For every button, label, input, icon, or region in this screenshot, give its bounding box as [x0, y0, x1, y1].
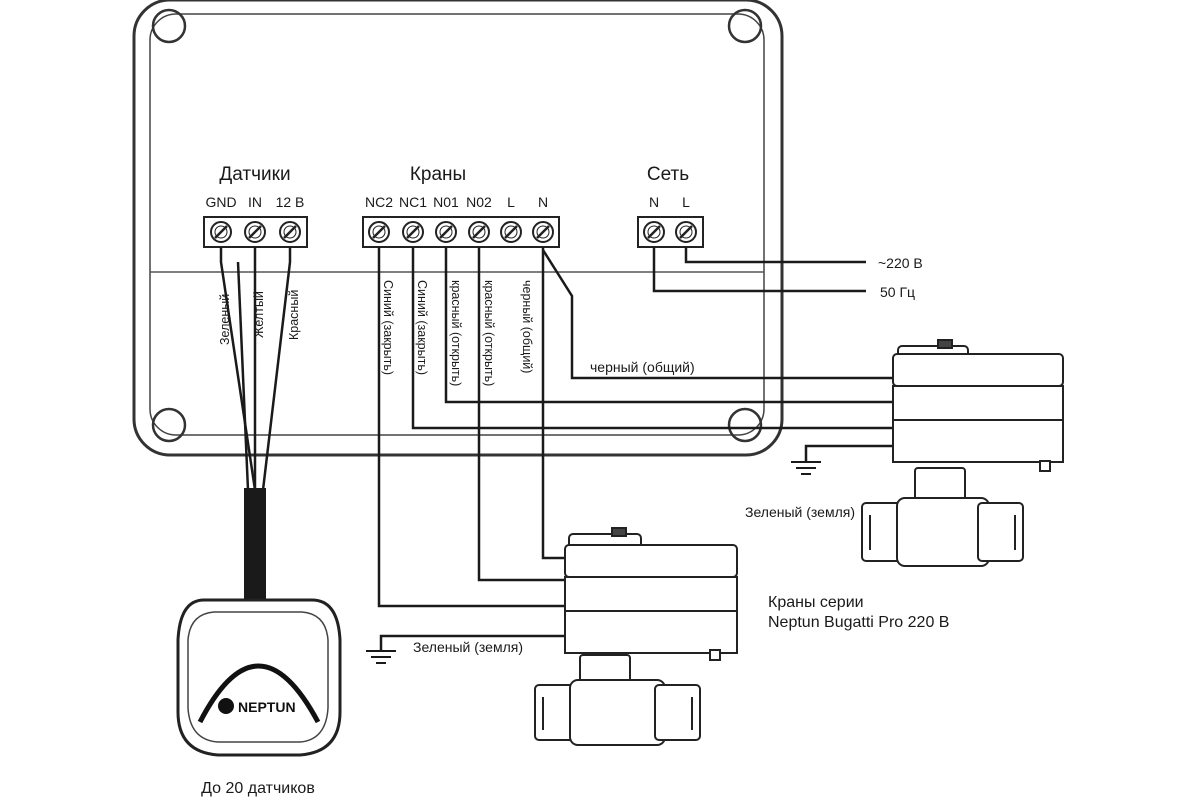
terminal-label-nc2: NC2 — [365, 194, 393, 210]
wire-label-nc2: Синий (закрыть) — [381, 280, 395, 375]
valve-model-label: Neptun Bugatti Pro 220 В — [768, 614, 949, 631]
wire-common-to-valve-back — [541, 249, 895, 380]
mains-terminal-label-n: N — [649, 194, 659, 210]
wire-n-to-valve-front — [541, 247, 565, 560]
terminal-label-nc1: NC1 — [399, 194, 427, 210]
wire-mains-n — [652, 247, 866, 293]
valve-terminal-block — [362, 216, 560, 248]
mains-frequency-label: 50 Гц — [880, 284, 915, 300]
ground-label-front: Зеленый (земля) — [413, 639, 523, 655]
wires — [219, 247, 895, 650]
terminal-screw — [675, 221, 697, 243]
terminal-label-l: L — [507, 194, 515, 210]
sensor-arc — [197, 663, 321, 724]
ground-label-back: Зеленый (земля) — [745, 504, 855, 520]
terminal-label-n: N — [538, 194, 548, 210]
sensors-title: Датчики — [219, 164, 290, 185]
wire-nc2-to-valve-front — [377, 247, 565, 608]
ground-symbol-left — [366, 650, 396, 664]
mains-terminal-label-l: L — [682, 194, 690, 210]
wire-label-n02: красный (открыть) — [482, 280, 496, 386]
wire-label-nc1: Синий (закрыть) — [415, 280, 429, 375]
terminal-screw — [468, 221, 490, 243]
terminal-screw — [643, 221, 665, 243]
terminal-screw — [402, 221, 424, 243]
wire-label-red: Красный — [287, 290, 301, 340]
sensor-cable — [244, 488, 266, 600]
wire-label-n01: красный (открыть) — [449, 280, 463, 386]
sensor-count-label: До 20 датчиков — [201, 780, 315, 797]
ground-wire-back — [804, 444, 895, 461]
mounting-hole-top-left — [151, 8, 187, 44]
terminal-label-gnd: GND — [205, 194, 236, 210]
terminal-screw — [244, 221, 266, 243]
mounting-hole-bottom-left — [151, 407, 187, 443]
wire-label-green: Зеленый — [218, 294, 232, 345]
terminal-label-n02: N02 — [466, 194, 492, 210]
terminal-screw — [532, 221, 554, 243]
ground-symbol-right — [791, 461, 821, 475]
valve-actuator-front — [534, 527, 738, 746]
mounting-hole-bottom-right — [727, 407, 763, 443]
ground-wire-front — [379, 634, 565, 650]
terminal-screw — [435, 221, 457, 243]
sensor-brand: NEPTUN — [238, 699, 296, 715]
terminal-screws — [210, 221, 697, 243]
terminal-screw — [210, 221, 232, 243]
sensor-wire-extra — [236, 261, 250, 491]
valve-actuator-back — [861, 339, 1064, 567]
terminal-screw — [500, 221, 522, 243]
mains-title: Сеть — [647, 164, 689, 185]
wire-nc1-to-valve-back — [411, 247, 895, 430]
valve-series-label: Краны серии — [768, 594, 864, 611]
wire-label-yellow: Желтый — [252, 291, 266, 338]
water-sensor: NEPTUN — [176, 598, 342, 757]
terminal-label-n01: N01 — [433, 194, 459, 210]
sensor-wire-red — [261, 247, 292, 491]
terminal-screw — [279, 221, 301, 243]
wire-n02-to-valve-front — [477, 247, 565, 582]
terminal-label-in: IN — [248, 194, 262, 210]
valves-title: Краны — [410, 164, 466, 185]
mounting-hole-top-right — [727, 8, 763, 44]
wire-label-n: черный (общий) — [520, 280, 534, 373]
mains-voltage-label: ~220 В — [878, 255, 923, 271]
neptun-logo-icon — [218, 698, 234, 714]
wire-mains-l — [684, 247, 866, 264]
terminal-label-12v: 12 В — [276, 194, 305, 210]
common-wire-label: черный (общий) — [590, 359, 695, 375]
terminal-screw — [368, 221, 390, 243]
wire-n01-to-valve-back — [444, 247, 895, 404]
